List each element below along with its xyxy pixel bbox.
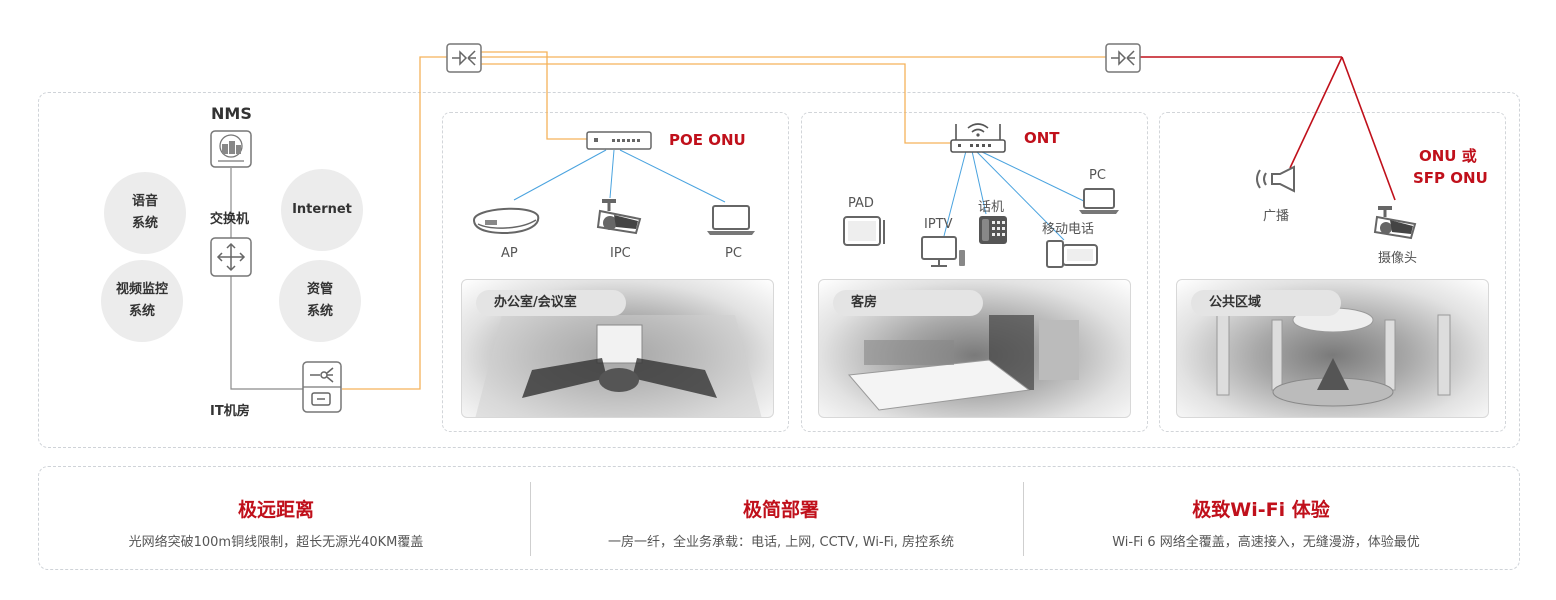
it-room-label: IT机房 (210, 404, 250, 419)
feature-divider-2 (1023, 482, 1024, 556)
features-frame (38, 466, 1520, 570)
poe-onu-label: POE ONU (669, 131, 746, 149)
pc-laptop-icon (707, 205, 755, 235)
feature-divider-1 (530, 482, 531, 556)
asset-management-node: 资管 系统 (279, 260, 361, 342)
splitter-icon-left (446, 43, 482, 73)
access-point-icon (472, 207, 540, 235)
pc-label-office: PC (725, 246, 742, 261)
iptv-label: IPTV (924, 217, 953, 232)
guest-room-illustration (848, 315, 1079, 411)
ipc-label: IPC (610, 246, 631, 261)
office-scene-tag: 办公室/会议室 (476, 290, 626, 316)
nms-server-icon (210, 130, 252, 168)
pc-label-guest: PC (1089, 168, 1106, 183)
mobile-phone-label: 移动电话 (1042, 222, 1095, 237)
nms-label: NMS (211, 104, 252, 123)
pad-tablet-icon (843, 216, 885, 246)
switch-label: 交换机 (210, 212, 250, 227)
feature-title-simple-deployment: 极简部署 (742, 499, 819, 521)
feature-desc-simple-deployment: 一房一纤，全业务承载：电话, 上网, CCTV, Wi-Fi, 房控系统 (607, 535, 955, 550)
desk-phone-icon (979, 216, 1007, 244)
broadcast-speaker-icon (1256, 165, 1295, 193)
mobile-phone-icon (1046, 240, 1098, 268)
iptv-monitor-icon (921, 236, 965, 267)
onu-sfp-label-line1: ONU 或 (1419, 147, 1477, 165)
video-surveillance-node: 视频监控 系统 (101, 260, 183, 342)
feature-desc-wifi-experience: Wi-Fi 6 网络全覆盖，高速接入，无缝漫游，体验最优 (1112, 535, 1420, 550)
ipc-camera-icon (596, 199, 642, 235)
camera-label: 摄像头 (1378, 251, 1418, 266)
voice-system-node: 语音 系统 (104, 172, 186, 254)
feature-desc-long-distance: 光网络突破100m铜线限制，超长无源光40KM覆盖 (128, 535, 424, 550)
guest-room-scene-tag: 客房 (833, 290, 983, 316)
meeting-room-illustration (475, 315, 762, 417)
ont-router-icon (950, 123, 1006, 153)
office-meeting-room-photo: 办公室/会议室 (461, 279, 774, 418)
switch-icon (210, 237, 252, 277)
feature-title-long-distance: 极远距离 (237, 499, 314, 521)
public-area-photo: 公共区域 (1176, 279, 1489, 418)
ont-label: ONT (1024, 129, 1060, 147)
network-diagram-frame (38, 92, 1520, 448)
surveillance-camera-icon (1373, 206, 1417, 240)
public-area-scene-tag: 公共区域 (1191, 290, 1341, 316)
onu-sfp-label-line2: SFP ONU (1413, 169, 1488, 187)
ap-label: AP (501, 246, 518, 261)
pc-laptop-icon-guest (1079, 188, 1119, 214)
guest-room-photo: 客房 (818, 279, 1131, 418)
broadcast-label: 广播 (1263, 209, 1290, 224)
pad-label: PAD (848, 196, 874, 211)
olt-icon (302, 361, 342, 413)
internet-node: Internet (281, 169, 363, 251)
poe-onu-icon (586, 131, 652, 150)
feature-title-wifi-experience: 极致Wi-Fi 体验 (1192, 499, 1330, 521)
phone-label: 话机 (978, 200, 1005, 215)
splitter-icon-right (1105, 43, 1141, 73)
